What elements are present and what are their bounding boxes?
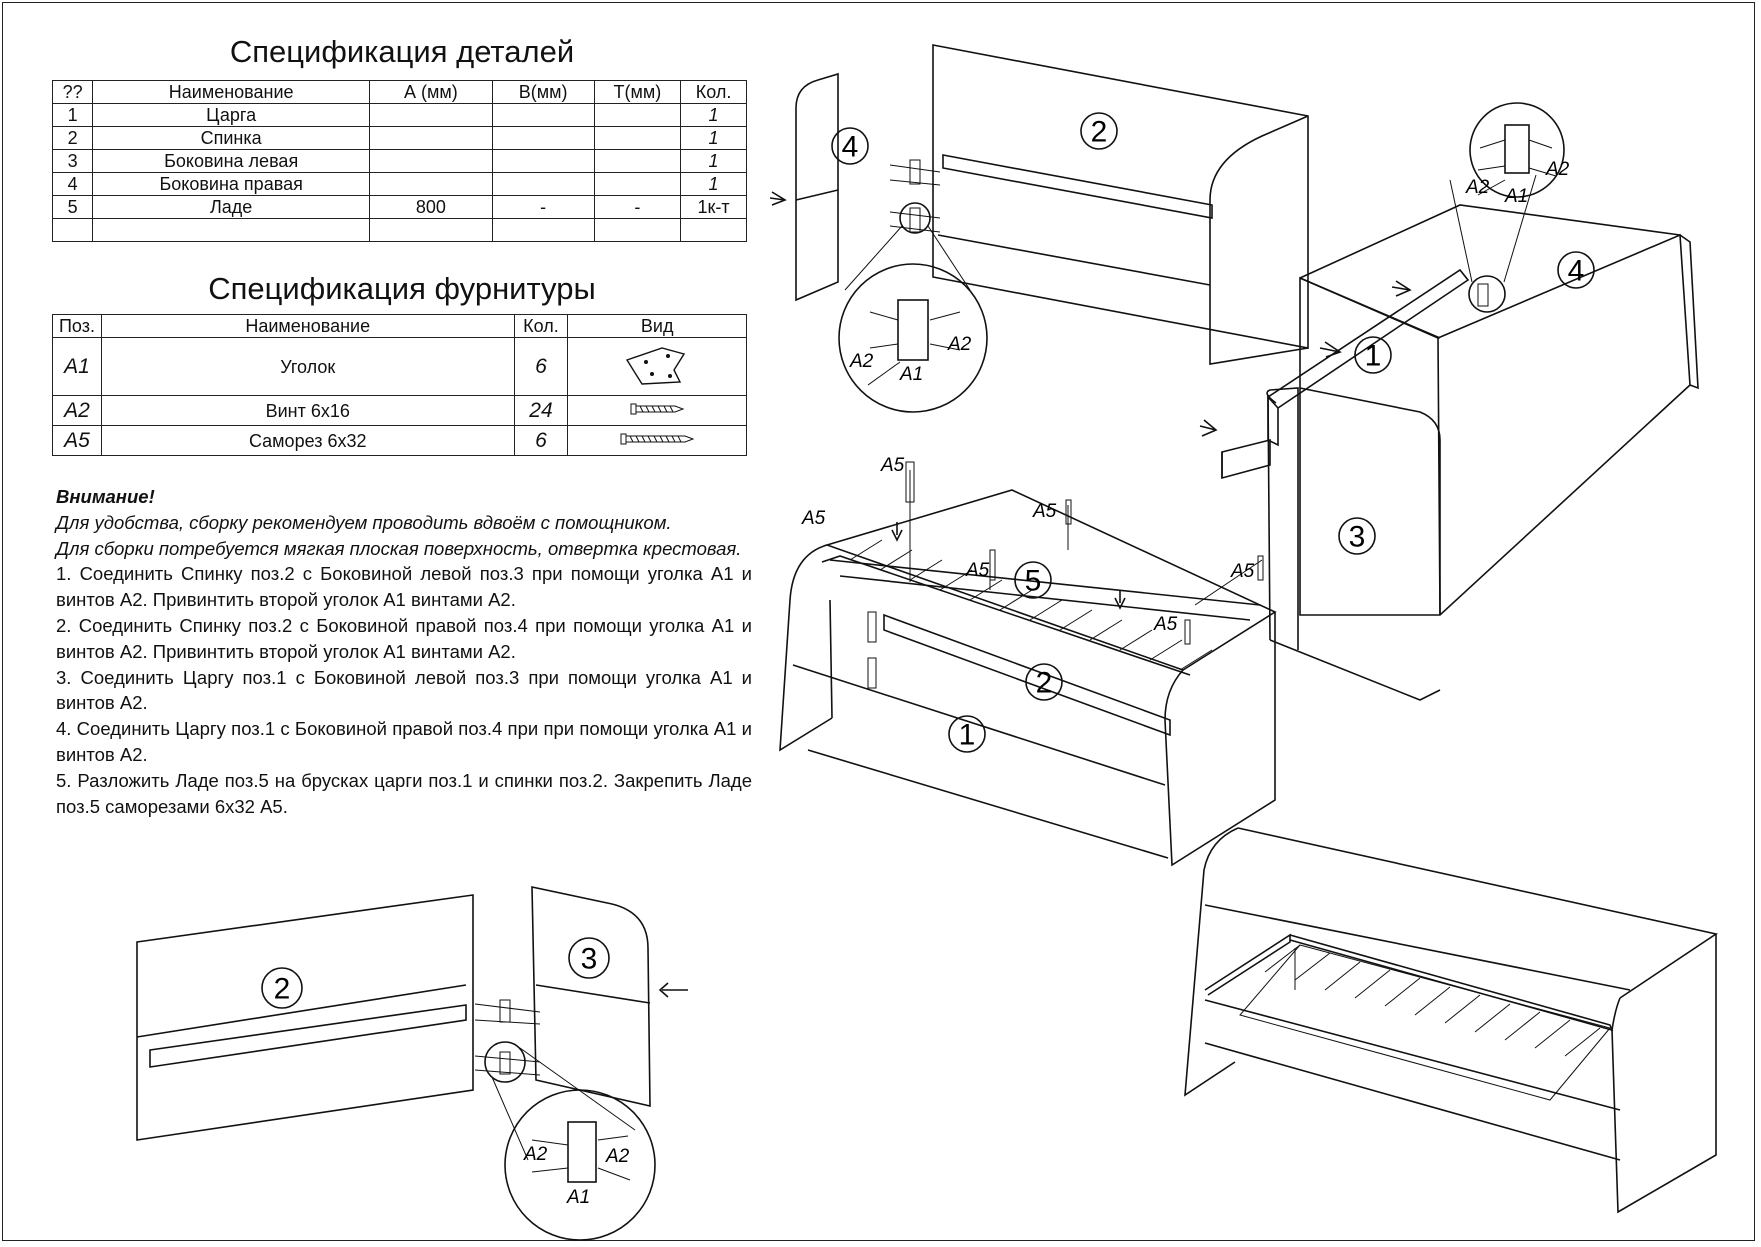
cell-name: Спинка xyxy=(92,126,371,150)
callout-1: 1 xyxy=(959,719,976,752)
notes-line: Для удобства, сборку рекомендуем проводи… xyxy=(56,511,672,533)
notes-line: Для сборки потребуется мягкая плоская по… xyxy=(56,537,742,559)
cell-pos: A2 xyxy=(52,395,102,426)
callout-4: 4 xyxy=(1568,255,1585,288)
cell-qty: 1 xyxy=(680,172,747,196)
cell-a xyxy=(369,126,493,150)
cell-pos: A5 xyxy=(52,425,102,456)
table-row: A2 Винт 6х16 24 xyxy=(52,395,747,426)
callout-a1: A1 xyxy=(1504,186,1528,207)
cell-qty: 6 xyxy=(513,337,569,396)
cell-view xyxy=(567,425,747,456)
step-text: 1. Соединить Спинку поз.2 с Боковиной ле… xyxy=(56,563,752,611)
table-row: 3 Боковина левая 1 xyxy=(51,149,747,173)
callout-4: 4 xyxy=(842,131,859,164)
cell-name: Уголок xyxy=(100,337,515,396)
table-row: 2 Спинка 1 xyxy=(51,126,747,150)
assembly-notes: Внимание! Для удобства, сборку рекоменду… xyxy=(56,484,752,819)
notes-heading: Внимание! xyxy=(56,486,155,507)
cell-pos: 2 xyxy=(51,126,94,150)
callout-a5: A5 xyxy=(880,455,905,476)
table-row-empty xyxy=(51,218,747,242)
table-row: 1 Царга 1 xyxy=(51,103,747,127)
step-text: 2. Соединить Спинку поз.2 с Боковиной пр… xyxy=(56,614,752,662)
cell-pos: 4 xyxy=(51,172,94,196)
callout-a2: A2 xyxy=(605,1146,630,1167)
callout-a5: A5 xyxy=(801,508,826,529)
table-row: 5 Ладе 800 - - 1к-т xyxy=(51,195,747,219)
cell-qty: 6 xyxy=(513,425,569,456)
callout-a2: A2 xyxy=(849,351,874,372)
cell-view xyxy=(567,395,747,426)
cell-t xyxy=(593,172,682,196)
callout-a2: A2 xyxy=(1465,177,1490,198)
callout-2: 2 xyxy=(1091,116,1108,149)
diagram-step-rail: A2 A2 A1 4 1 3 xyxy=(1199,102,1699,701)
callout-a5: A5 xyxy=(965,560,990,581)
step-text: 5. Разложить Ладе поз.5 на брусках царги… xyxy=(56,769,752,817)
hardware-table: Поз. Наименование Кол. Вид A1 Уголок 6 A… xyxy=(52,314,747,456)
callout-a2: A2 xyxy=(523,1144,548,1165)
table-header-row: Поз. Наименование Кол. Вид xyxy=(52,314,747,338)
diagram-step-back-left: A2 A2 A1 2 3 xyxy=(136,886,688,1241)
corner-bracket-icon xyxy=(626,346,686,385)
cell-name: Боковина левая xyxy=(92,149,371,173)
callout-3: 3 xyxy=(1349,521,1366,554)
callout-a1: A1 xyxy=(899,364,923,385)
callout-a5: A5 xyxy=(1032,501,1057,522)
callout-5: 5 xyxy=(1025,565,1042,598)
cell-qty: 1 xyxy=(680,149,747,173)
cell-name: Ладе xyxy=(92,195,371,219)
cell-qty: 24 xyxy=(513,395,569,426)
table-row: A1 Уголок 6 xyxy=(52,337,747,396)
long-screw-icon xyxy=(620,433,695,444)
callout-1: 1 xyxy=(1365,340,1382,373)
cell-name: Винт 6х16 xyxy=(100,395,515,426)
cell-pos: A1 xyxy=(52,337,102,396)
callout-a5: A5 xyxy=(1153,614,1178,635)
col-header: А (мм) xyxy=(369,80,493,104)
col-header: Т(мм) xyxy=(593,80,682,104)
hardware-title: Спецификация фурнитуры xyxy=(208,271,596,306)
cell-t: - xyxy=(593,195,682,219)
callout-a2: A2 xyxy=(1545,159,1570,180)
diagram-assembled-bed xyxy=(1184,827,1719,1214)
callout-2: 2 xyxy=(1036,667,1053,700)
callout-2: 2 xyxy=(274,973,291,1006)
screw-icon xyxy=(630,403,685,414)
step-text: 3. Соединить Царгу поз.1 с Боковиной лев… xyxy=(56,666,752,714)
cell-qty: 1 xyxy=(680,126,747,150)
diagram-step-slats: A5 A5 A5 A5 A5 A5 5 2 1 xyxy=(779,455,1277,867)
cell-name: Боковина правая xyxy=(92,172,371,196)
callout-3: 3 xyxy=(581,943,598,976)
col-header: Наименование xyxy=(100,314,515,338)
parts-title: Спецификация деталей xyxy=(229,34,575,69)
table-row: A5 Саморез 6х32 6 xyxy=(52,425,747,456)
callout-a2: A2 xyxy=(947,334,972,355)
col-header: Вид xyxy=(567,314,747,338)
col-header: Кол. xyxy=(680,80,747,104)
step-text: 4. Соединить Царгу поз.1 с Боковиной пра… xyxy=(56,718,752,765)
callout-a5: A5 xyxy=(1230,561,1255,582)
callout-a1: A1 xyxy=(566,1187,590,1208)
cell-name: Саморез 6х32 xyxy=(100,425,515,456)
cell-qty: 1к-т xyxy=(680,195,747,219)
table-row: 4 Боковина правая 1 xyxy=(51,172,747,196)
col-header: Кол. xyxy=(513,314,569,338)
diagram-step-back-right: A2 A2 A1 4 2 xyxy=(769,44,1309,413)
parts-table: ?? Наименование А (мм) В(мм) Т(мм) Кол. … xyxy=(51,80,747,242)
